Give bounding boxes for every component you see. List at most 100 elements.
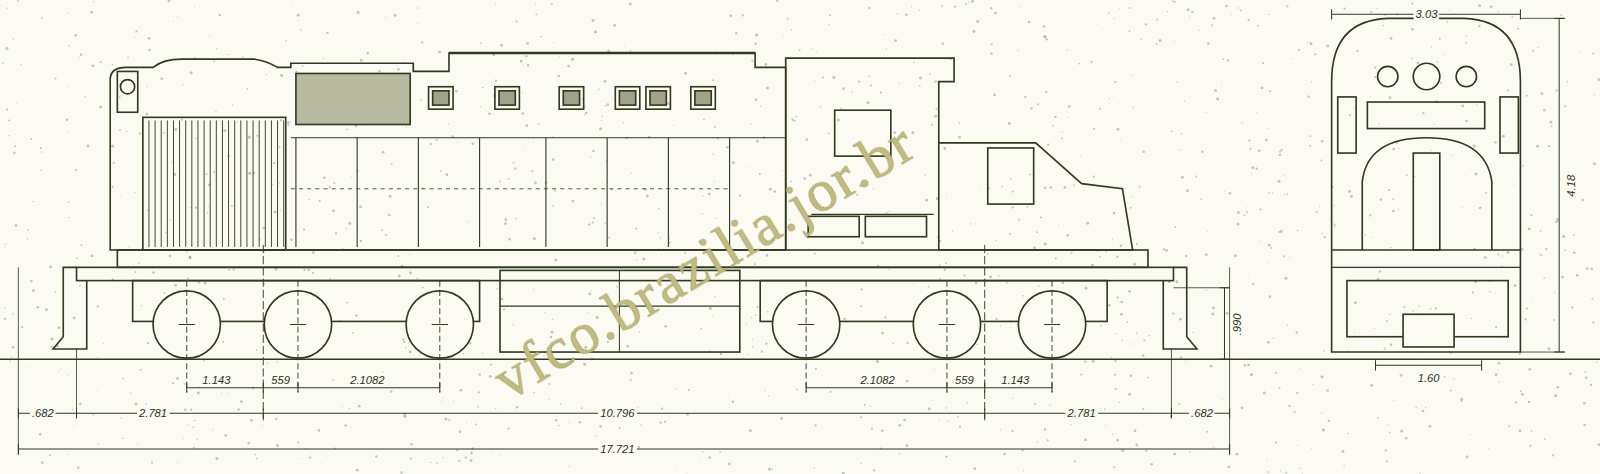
dimension-tick	[1481, 360, 1482, 370]
speck	[1593, 162, 1596, 165]
speck	[860, 288, 862, 290]
speck	[1450, 390, 1452, 392]
speck	[237, 408, 240, 411]
speck	[822, 19, 824, 21]
speck	[1350, 195, 1353, 198]
speck	[403, 341, 405, 343]
speck	[1244, 364, 1247, 367]
speck	[1172, 0, 1173, 1]
speck	[1390, 344, 1393, 347]
speck	[976, 20, 979, 23]
speck	[1114, 388, 1116, 390]
speck	[1262, 252, 1264, 254]
speck	[1121, 340, 1122, 341]
speck	[1251, 166, 1254, 169]
speck	[820, 106, 822, 108]
speck	[945, 262, 947, 264]
speck	[590, 156, 591, 157]
end-hood	[1362, 138, 1492, 250]
axle-mark	[1044, 324, 1060, 325]
speck	[189, 256, 191, 258]
speck	[410, 457, 412, 459]
dimension-line	[187, 387, 440, 388]
speck	[1447, 21, 1449, 23]
speck	[1307, 42, 1308, 43]
speck	[500, 44, 503, 47]
speck	[1308, 96, 1310, 98]
speck	[1114, 374, 1116, 376]
speck	[898, 424, 901, 427]
speck	[1515, 401, 1517, 403]
speck	[799, 49, 801, 51]
speck	[928, 286, 930, 288]
truck-centerline	[984, 245, 985, 421]
speck	[67, 87, 69, 89]
axle-centerline	[186, 281, 187, 392]
speck	[287, 124, 289, 126]
speck	[1561, 276, 1564, 279]
speck	[1193, 332, 1195, 334]
speck	[1221, 83, 1222, 84]
speck	[1479, 207, 1481, 209]
speck	[277, 361, 278, 362]
speck	[488, 112, 491, 115]
speck	[1392, 198, 1394, 200]
speck	[690, 166, 692, 168]
speck	[298, 20, 300, 22]
speck	[1105, 425, 1106, 426]
speck	[943, 147, 946, 150]
speck	[1514, 408, 1516, 410]
speck	[351, 427, 352, 428]
speck	[702, 195, 703, 196]
speck	[963, 275, 965, 277]
speck	[513, 162, 515, 164]
speck	[864, 404, 866, 406]
dimension-tick	[18, 408, 19, 418]
speck	[32, 201, 33, 202]
speck	[840, 108, 842, 110]
grille-bar	[240, 120, 241, 247]
speck	[1513, 185, 1514, 186]
speck	[1560, 14, 1562, 16]
speck	[1541, 92, 1544, 95]
speck	[276, 444, 279, 447]
speck	[482, 87, 484, 89]
speck	[421, 41, 423, 43]
speck	[1037, 103, 1039, 105]
speck	[560, 403, 562, 405]
speck	[68, 201, 70, 203]
extension-line	[1171, 349, 1172, 418]
speck	[1311, 168, 1313, 170]
speck	[871, 428, 873, 430]
window-glass	[619, 91, 635, 105]
speck	[1343, 465, 1344, 466]
speck	[531, 170, 533, 172]
speck	[1376, 155, 1378, 157]
speck	[1179, 149, 1180, 150]
speck	[1480, 207, 1482, 209]
speck	[1497, 369, 1499, 371]
speck	[1290, 257, 1291, 258]
grille-bar	[253, 120, 254, 247]
speck	[279, 146, 281, 148]
speck	[1231, 133, 1233, 135]
speck	[1309, 145, 1311, 147]
speck	[919, 77, 922, 80]
headlight	[120, 80, 134, 94]
speck	[382, 151, 385, 154]
speck	[1049, 405, 1050, 406]
speck	[742, 14, 744, 16]
speck	[346, 129, 348, 131]
speck	[708, 456, 711, 459]
speck	[796, 389, 798, 391]
speck	[1003, 453, 1006, 456]
speck	[514, 168, 516, 170]
speck	[1023, 470, 1024, 471]
speck	[994, 12, 997, 15]
speck	[599, 425, 602, 428]
speck	[170, 219, 171, 220]
speck	[942, 43, 944, 45]
speck	[1064, 186, 1067, 189]
speck	[1161, 466, 1163, 468]
speck	[868, 7, 870, 9]
